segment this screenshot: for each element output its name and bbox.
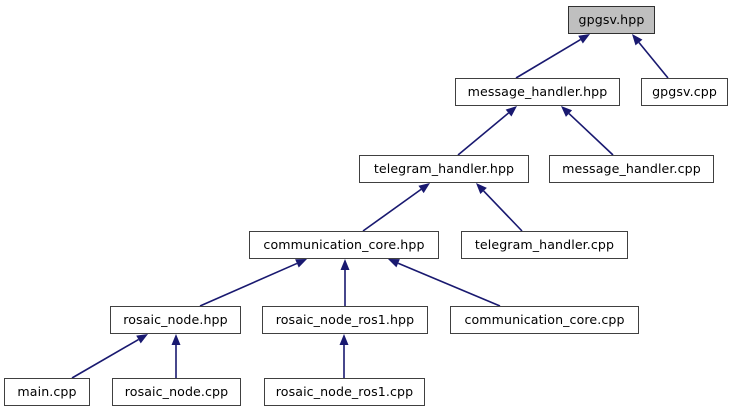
graph-node-message-handler-cpp[interactable]: message_handler.cpp (549, 155, 714, 183)
graph-node-label: rosaic_node_ros1.cpp (275, 383, 414, 399)
graph-node-gpgsv-hpp[interactable]: gpgsv.hpp (568, 6, 655, 34)
graph-node-communication-core-hpp[interactable]: communication_core.hpp (249, 231, 439, 259)
edge-arrowhead-icon (632, 34, 643, 46)
edge-arrowhead-icon (476, 183, 487, 195)
graph-node-rosaic-node-cpp[interactable]: rosaic_node.cpp (112, 378, 241, 406)
graph-edge-gpgsv-cpp-to-gpgsv-hpp (632, 34, 669, 79)
graph-node-gpgsv-cpp[interactable]: gpgsv.cpp (641, 78, 728, 106)
edge-line (483, 190, 523, 232)
edge-line (199, 262, 298, 307)
graph-node-label: rosaic_node_ros1.hpp (275, 311, 415, 327)
graph-node-main-cpp[interactable]: main.cpp (4, 378, 90, 406)
graph-node-label: telegram_handler.cpp (474, 236, 615, 252)
graph-node-label: rosaic_node.cpp (124, 383, 229, 399)
edge-line (71, 338, 139, 379)
graph-node-telegram-handler-cpp[interactable]: telegram_handler.cpp (461, 231, 628, 259)
edge-arrowhead-icon (418, 183, 430, 194)
edge-line (397, 262, 501, 307)
graph-edge-message-handler-hpp-to-gpgsv-hpp (515, 34, 590, 79)
graph-edge-rosaic-node-ros1-cpp-to-rosaic-node-ros1-hpp (339, 334, 349, 378)
edge-line (515, 38, 581, 79)
edge-arrowhead-icon (295, 259, 307, 268)
graph-edge-rosaic-node-hpp-to-communication-core-hpp (199, 259, 307, 307)
graph-node-rosaic-node-ros1-hpp[interactable]: rosaic_node_ros1.hpp (262, 306, 428, 334)
graph-node-label: telegram_handler.hpp (373, 160, 515, 176)
graph-node-telegram-handler-hpp[interactable]: telegram_handler.hpp (359, 155, 529, 183)
edge-line (362, 188, 422, 232)
edge-arrowhead-icon (505, 106, 517, 117)
graph-node-label: communication_core.cpp (464, 311, 625, 327)
edge-line (568, 112, 614, 156)
graph-node-label: gpgsv.cpp (652, 83, 717, 99)
edge-arrowhead-icon (561, 106, 573, 117)
graph-node-label: rosaic_node.hpp (123, 311, 228, 327)
edge-arrowhead-icon (340, 259, 350, 270)
graph-node-label: message_handler.hpp (467, 83, 608, 99)
edge-arrowhead-icon (339, 334, 349, 345)
graph-edge-communication-core-cpp-to-communication-core-hpp (388, 259, 501, 307)
edge-arrowhead-icon (136, 334, 148, 344)
graph-edge-rosaic-node-cpp-to-rosaic-node-hpp (171, 334, 181, 378)
graph-node-rosaic-node-ros1-cpp[interactable]: rosaic_node_ros1.cpp (264, 378, 425, 406)
graph-edge-rosaic-node-ros1-hpp-to-communication-core-hpp (340, 259, 350, 306)
graph-node-rosaic-node-hpp[interactable]: rosaic_node.hpp (110, 306, 241, 334)
graph-node-label: gpgsv.hpp (578, 11, 645, 27)
edge-line (638, 42, 669, 79)
edge-arrowhead-icon (388, 259, 400, 268)
graph-edge-message-handler-cpp-to-message-handler-hpp (561, 106, 614, 156)
graph-node-label: communication_core.hpp (263, 236, 425, 252)
graph-node-label: main.cpp (17, 383, 77, 399)
graph-edge-main-cpp-to-rosaic-node-hpp (71, 334, 148, 379)
graph-node-label: message_handler.cpp (562, 160, 701, 176)
edge-arrowhead-icon (171, 334, 181, 345)
graph-edge-telegram-handler-hpp-to-message-handler-hpp (457, 106, 517, 156)
graph-node-message-handler-hpp[interactable]: message_handler.hpp (455, 78, 620, 106)
edge-arrowhead-icon (578, 34, 590, 44)
graph-edge-telegram-handler-cpp-to-telegram-handler-hpp (476, 183, 523, 232)
edge-line (457, 112, 510, 156)
graph-node-communication-core-cpp[interactable]: communication_core.cpp (450, 306, 639, 334)
graph-edge-communication-core-hpp-to-telegram-handler-hpp (362, 183, 430, 232)
